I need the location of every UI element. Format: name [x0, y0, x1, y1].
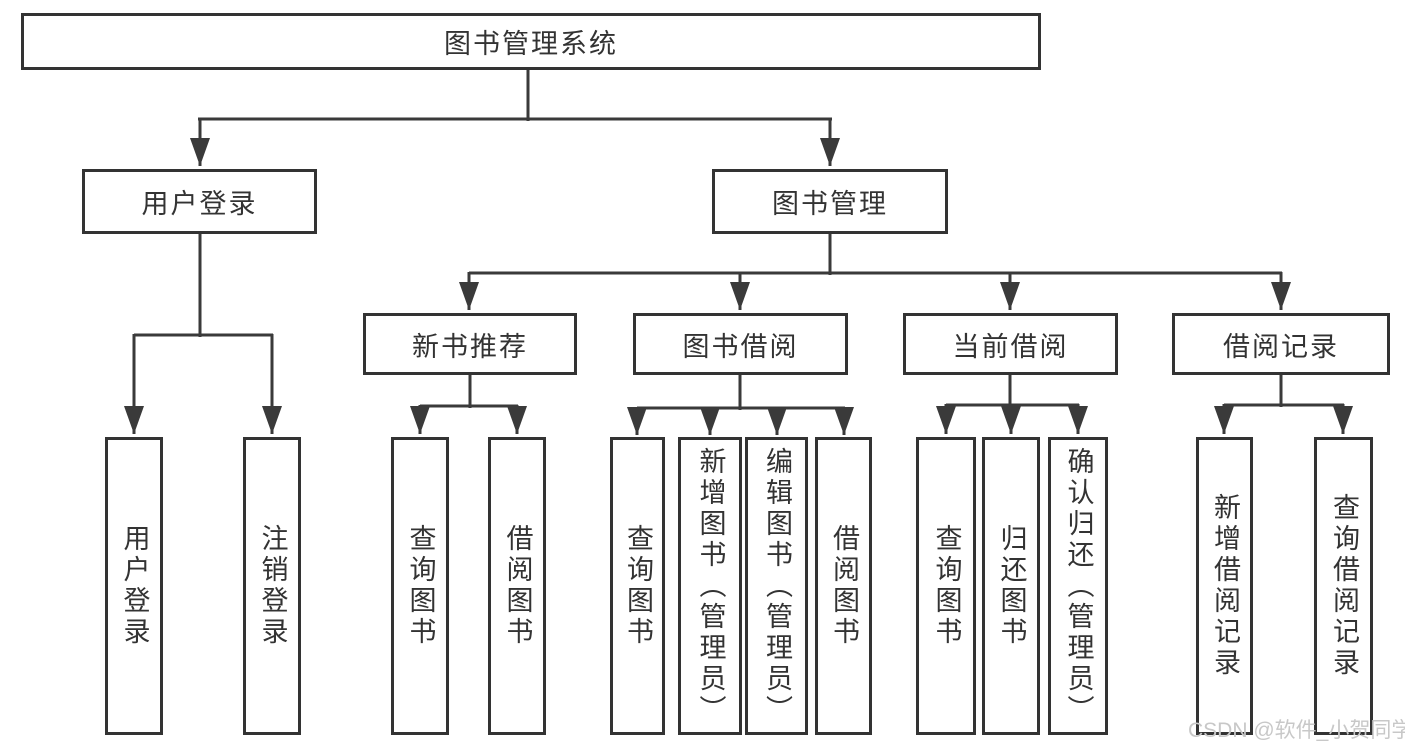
node-label: 查询图书: [623, 524, 653, 648]
node-label: 归还图书: [996, 524, 1027, 648]
leaf-borrow-books: 借阅图书: [815, 437, 872, 735]
node-label: 新增图书（管理员）: [695, 446, 726, 726]
node-borrowing-records: 借阅记录: [1172, 313, 1390, 375]
node-label: 当前借阅: [952, 331, 1069, 362]
node-label: 借阅记录: [1223, 331, 1339, 362]
node-label: 用户登录: [119, 524, 150, 648]
node-label: 图书管理: [772, 189, 888, 219]
leaf-confirm-return-admin: 确认归还（管理员）: [1048, 437, 1108, 735]
leaf-query-books: 查询图书: [916, 437, 976, 735]
node-label: 注销登录: [257, 524, 288, 648]
node-label: 借阅图书: [829, 524, 859, 648]
node-label: 查询图书: [405, 524, 436, 648]
leaf-return-books: 归还图书: [982, 437, 1040, 735]
node-label: 图书管理系统: [444, 29, 618, 59]
csdn-watermark: CSDN @软件_小贺同学: [1188, 719, 1405, 742]
node-label: 新增借阅记录: [1210, 493, 1240, 679]
leaf-query-books: 查询图书: [391, 437, 449, 735]
leaf-query-borrow-record: 查询借阅记录: [1314, 437, 1373, 735]
leaf-add-borrow-record: 新增借阅记录: [1196, 437, 1253, 735]
leaf-add-books-admin: 新增图书（管理员）: [678, 437, 742, 735]
leaf-logout: 注销登录: [243, 437, 301, 735]
node-label: 查询图书: [931, 524, 962, 648]
node-current-borrowing: 当前借阅: [903, 313, 1118, 375]
node-new-book-recommend: 新书推荐: [363, 313, 577, 375]
node-label: 编辑图书（管理员）: [762, 446, 792, 726]
node-label: 借阅图书: [502, 524, 533, 648]
leaf-borrow-books: 借阅图书: [488, 437, 546, 735]
node-book-management: 图书管理: [712, 169, 948, 234]
node-user-login: 用户登录: [82, 169, 317, 234]
node-label: 查询借阅记录: [1329, 493, 1359, 679]
node-book-borrowing: 图书借阅: [633, 313, 848, 375]
leaf-user-login: 用户登录: [105, 437, 163, 735]
leaf-edit-books-admin: 编辑图书（管理员）: [745, 437, 808, 735]
node-label: 图书借阅: [682, 331, 799, 362]
leaf-query-books: 查询图书: [610, 437, 665, 735]
node-label: 新书推荐: [412, 331, 528, 362]
node-label: 确认归还（管理员）: [1063, 446, 1094, 726]
node-library-management-system: 图书管理系统: [21, 13, 1041, 70]
node-label: 用户登录: [141, 189, 258, 219]
